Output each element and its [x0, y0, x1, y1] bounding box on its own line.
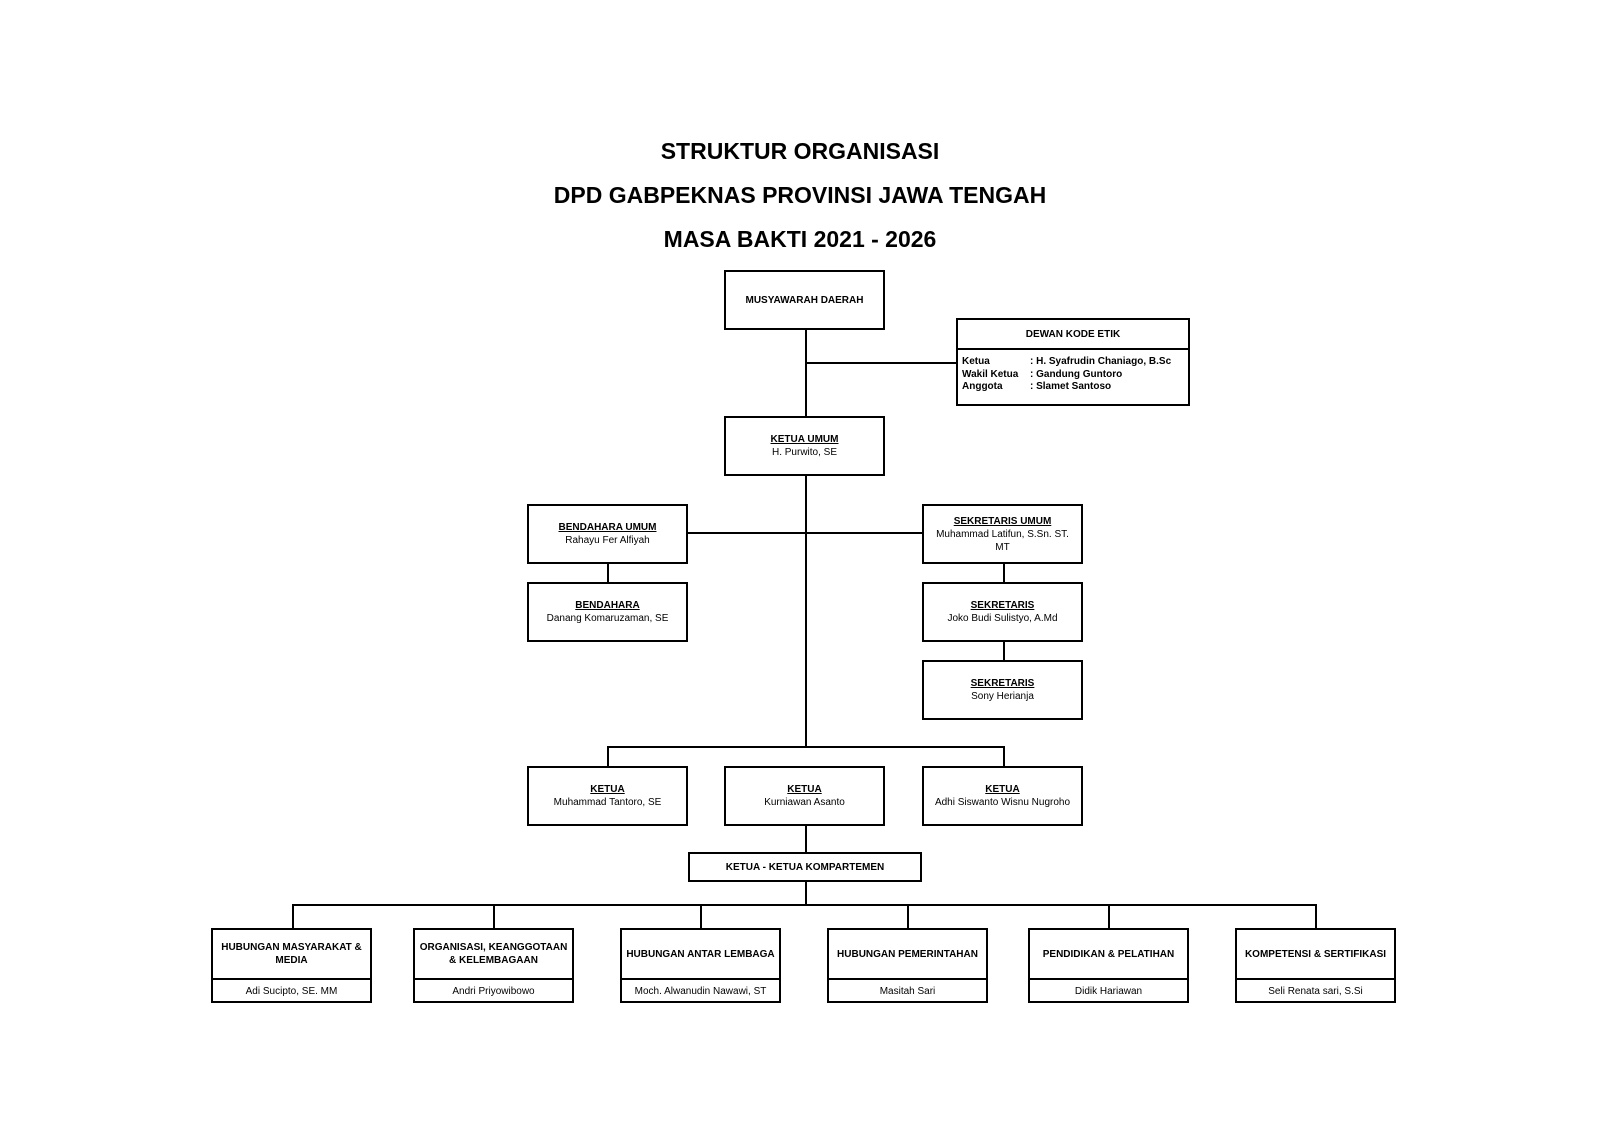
kompartemen-name: Adi Sucipto, SE. MM	[245, 986, 338, 997]
bendahara-role: BENDAHARA	[575, 600, 640, 611]
connector-bendahara	[607, 562, 609, 582]
member-name: : H. Syafrudin Chaniago, B.Sc	[1030, 356, 1172, 367]
member-role: Wakil Ketua	[962, 368, 1019, 380]
ketua-umum-name: H. Purwito, SE	[771, 447, 838, 458]
dewan-kode-etik-box: DEWAN KODE ETIK Ketua : H. Syafrudin Chan…	[956, 318, 1190, 406]
sekretaris-1-name: Joko Budi Sulistyo, A.Md	[947, 613, 1058, 624]
bendahara-box: BENDAHARA Danang Komaruzaman, SE	[527, 582, 688, 642]
connector-ketua-1	[607, 746, 609, 766]
sekretaris-umum-name: Muhammad Latifun, S.Sn. ST. MT	[936, 528, 1069, 553]
kompartemen-head-box: KETUA - KETUA KOMPARTEMEN	[688, 852, 922, 882]
kompartemen-name: Seli Renata sari, S.Si	[1268, 986, 1363, 997]
bendahara-umum-box: BENDAHARA UMUM Rahayu Fer Alfiyah	[527, 504, 688, 564]
connector-komp-2	[493, 904, 495, 929]
kompartemen-box-hubungan-antar-lembaga: HUBUNGAN ANTAR LEMBAGA Moch. Alwanudin N…	[620, 928, 781, 1003]
kompartemen-box-organisasi: ORGANISASI, KEANGGOTAAN & KELEMBAGAAN An…	[413, 928, 574, 1003]
connector-kompartemen-down	[805, 880, 807, 906]
kompartemen-box-humas: HUBUNGAN MASYARAKAT & MEDIA Adi Sucipto,…	[211, 928, 372, 1003]
kompartemen-title: PENDIDIKAN & PELATIHAN	[1030, 930, 1187, 980]
connector-sekretaris-2	[1003, 640, 1005, 660]
chart-title-line-3: MASA BAKTI 2021 - 2026	[663, 226, 937, 252]
connector-ketua-kompartemen	[805, 822, 807, 852]
kompartemen-head-label: KETUA - KETUA KOMPARTEMEN	[725, 861, 885, 873]
ketua-umum-box: KETUA UMUM H. Purwito, SE	[724, 416, 885, 476]
kompartemen-box-kompetensi: KOMPETENSI & SERTIFIKASI Seli Renata sar…	[1235, 928, 1396, 1003]
kompartemen-box-hubungan-pemerintahan: HUBUNGAN PEMERINTAHAN Masitah Sari	[827, 928, 988, 1003]
sekretaris-2-role: SEKRETARIS	[970, 678, 1035, 689]
connector-komp-5	[1108, 904, 1110, 929]
kompartemen-name: Didik Hariawan	[1074, 986, 1143, 997]
member-role: Ketua	[962, 356, 990, 367]
ketua-box-1: KETUA Muhammad Tantoro, SE	[527, 766, 688, 826]
member-role: Anggota	[962, 381, 1003, 392]
ketua-box-3: KETUA Adhi Siswanto Wisnu Nugroho	[922, 766, 1083, 826]
ketua-3-name: Adhi Siswanto Wisnu Nugroho	[934, 797, 1071, 808]
dewan-kode-etik-row: Ketua : H. Syafrudin Chaniago, B.Sc	[962, 356, 1171, 369]
ketua-2-name: Kurniawan Asanto	[764, 797, 845, 808]
connector-komp-4	[907, 904, 909, 929]
sekretaris-box-1: SEKRETARIS Joko Budi Sulistyo, A.Md	[922, 582, 1083, 642]
musyawarah-daerah-label: MUSYAWARAH DAERAH	[745, 294, 864, 306]
connector-ketua-main-trunk	[805, 474, 807, 746]
kompartemen-title: HUBUNGAN PEMERINTAHAN	[829, 930, 986, 980]
connector-musda-ketua	[805, 330, 807, 416]
sekretaris-2-name: Sony Herianja	[971, 691, 1034, 702]
sekretaris-1-role: SEKRETARIS	[970, 600, 1035, 611]
sekretaris-umum-box: SEKRETARIS UMUM Muhammad Latifun, S.Sn. …	[922, 504, 1083, 564]
connector-bendahara-sekretaris	[688, 532, 922, 534]
kompartemen-name: Moch. Alwanudin Nawawi, ST	[634, 986, 767, 997]
kompartemen-name: Andri Priyowibowo	[452, 986, 535, 997]
chart-title-line-1: STRUKTUR ORGANISASI	[660, 138, 940, 164]
dewan-kode-etik-members: Ketua : H. Syafrudin Chaniago, B.Sc Wakil…	[962, 356, 1171, 394]
ketua-umum-role: KETUA UMUM	[770, 434, 839, 445]
sekretaris-box-2: SEKRETARIS Sony Herianja	[922, 660, 1083, 720]
ketua-1-name: Muhammad Tantoro, SE	[553, 797, 662, 808]
kompartemen-name: Masitah Sari	[879, 986, 936, 997]
connector-komp-6	[1315, 904, 1317, 929]
ketua-2-role: KETUA	[787, 784, 822, 795]
chart-title-line-2: DPD GABPEKNAS PROVINSI JAWA TENGAH	[553, 182, 1047, 208]
kompartemen-title: HUBUNGAN ANTAR LEMBAGA	[622, 930, 779, 980]
dewan-kode-etik-row: Wakil Ketua : Gandung Guntoro	[962, 369, 1171, 382]
connector-komp-3	[700, 904, 702, 929]
member-name: : Gandung Guntoro	[1030, 368, 1123, 380]
connector-komp-1	[292, 904, 294, 929]
connector-kompartemen-row	[292, 904, 1317, 906]
dewan-kode-etik-title: DEWAN KODE ETIK	[958, 320, 1188, 350]
member-name: : Slamet Santoso	[1030, 381, 1112, 392]
bendahara-umum-role: BENDAHARA UMUM	[558, 522, 657, 533]
musyawarah-daerah-box: MUSYAWARAH DAERAH	[724, 270, 885, 330]
kompartemen-box-pendidikan: PENDIDIKAN & PELATIHAN Didik Hariawan	[1028, 928, 1189, 1003]
connector-dewan-kode-etik	[806, 362, 957, 364]
connector-sekretaris-1	[1003, 562, 1005, 582]
kompartemen-title: ORGANISASI, KEANGGOTAAN & KELEMBAGAAN	[415, 930, 572, 980]
ketua-1-role: KETUA	[590, 784, 625, 795]
bendahara-name: Danang Komaruzaman, SE	[546, 613, 669, 624]
kompartemen-title: KOMPETENSI & SERTIFIKASI	[1237, 930, 1394, 980]
connector-ketua-row	[607, 746, 1005, 748]
kompartemen-title: HUBUNGAN MASYARAKAT & MEDIA	[213, 930, 370, 980]
ketua-box-2: KETUA Kurniawan Asanto	[724, 766, 885, 826]
connector-ketua-3	[1003, 746, 1005, 766]
sekretaris-umum-role: SEKRETARIS UMUM	[953, 515, 1052, 527]
ketua-3-role: KETUA	[985, 784, 1020, 795]
dewan-kode-etik-row: Anggota : Slamet Santoso	[962, 381, 1171, 394]
bendahara-umum-name: Rahayu Fer Alfiyah	[565, 535, 650, 546]
